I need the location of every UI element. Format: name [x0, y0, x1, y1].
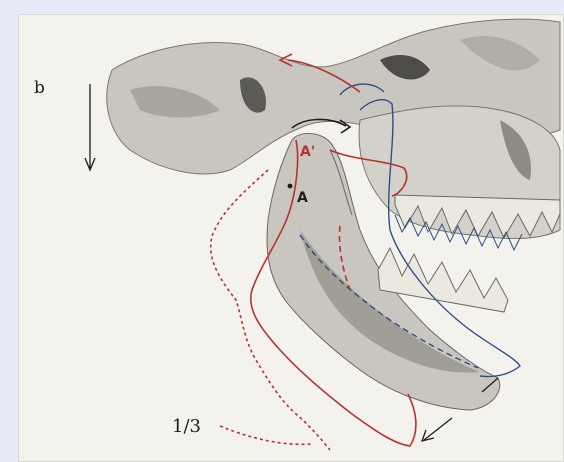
point-a-label: A [297, 190, 308, 206]
point-a-prime-label: A' [300, 144, 315, 160]
panel-label: b [34, 78, 45, 98]
downward-arrow [85, 84, 95, 170]
point-a-dot [288, 184, 293, 189]
scale-label: 1/3 [172, 416, 201, 437]
